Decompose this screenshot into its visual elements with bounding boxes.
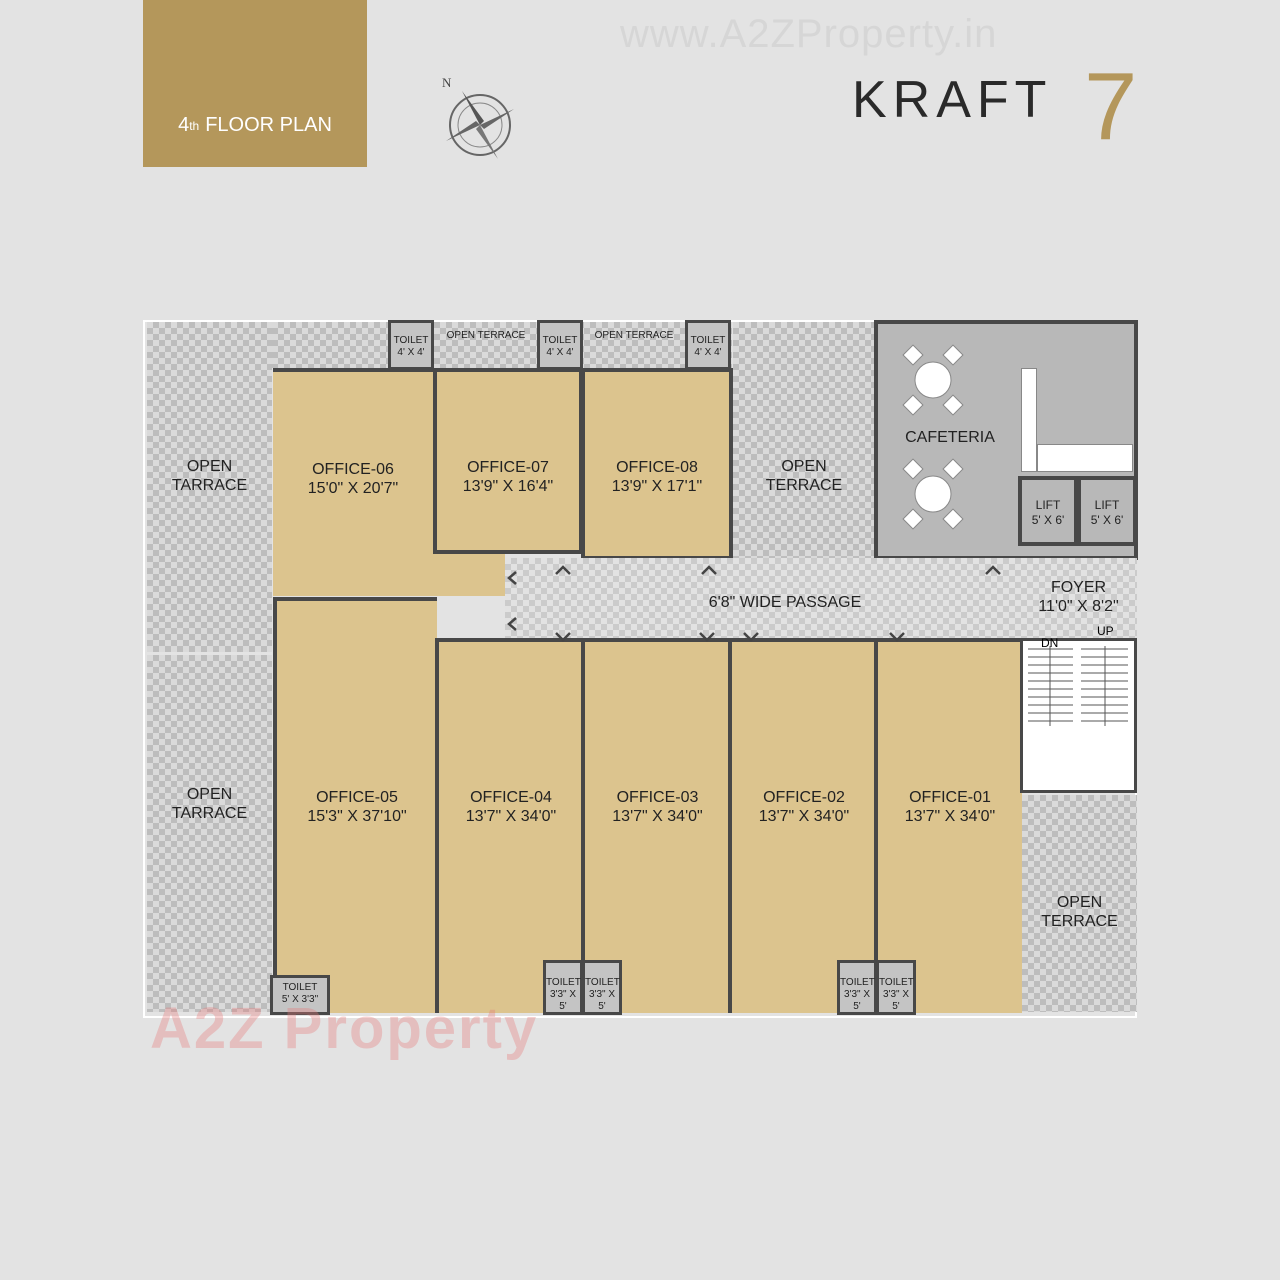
- watermark-bottom: A2Z Property: [150, 996, 539, 1061]
- floor-suffix: th: [189, 118, 200, 133]
- watermark-top: www.A2ZProperty.in: [620, 12, 998, 56]
- staircase[interactable]: DN UP: [1020, 625, 1137, 793]
- stair-up-label: UP: [1097, 624, 1114, 638]
- top-terrace-strip: [272, 322, 732, 368]
- compass-icon: N: [440, 75, 520, 160]
- dining-table-icon: [902, 344, 964, 530]
- floor-number: 4: [178, 114, 190, 136]
- stair-steps: [1028, 646, 1128, 726]
- floor-label: FLOOR PLAN: [205, 114, 332, 136]
- stair-down-label: DN: [1041, 636, 1059, 650]
- counter: [1021, 368, 1037, 472]
- sink-counter: [1037, 444, 1133, 472]
